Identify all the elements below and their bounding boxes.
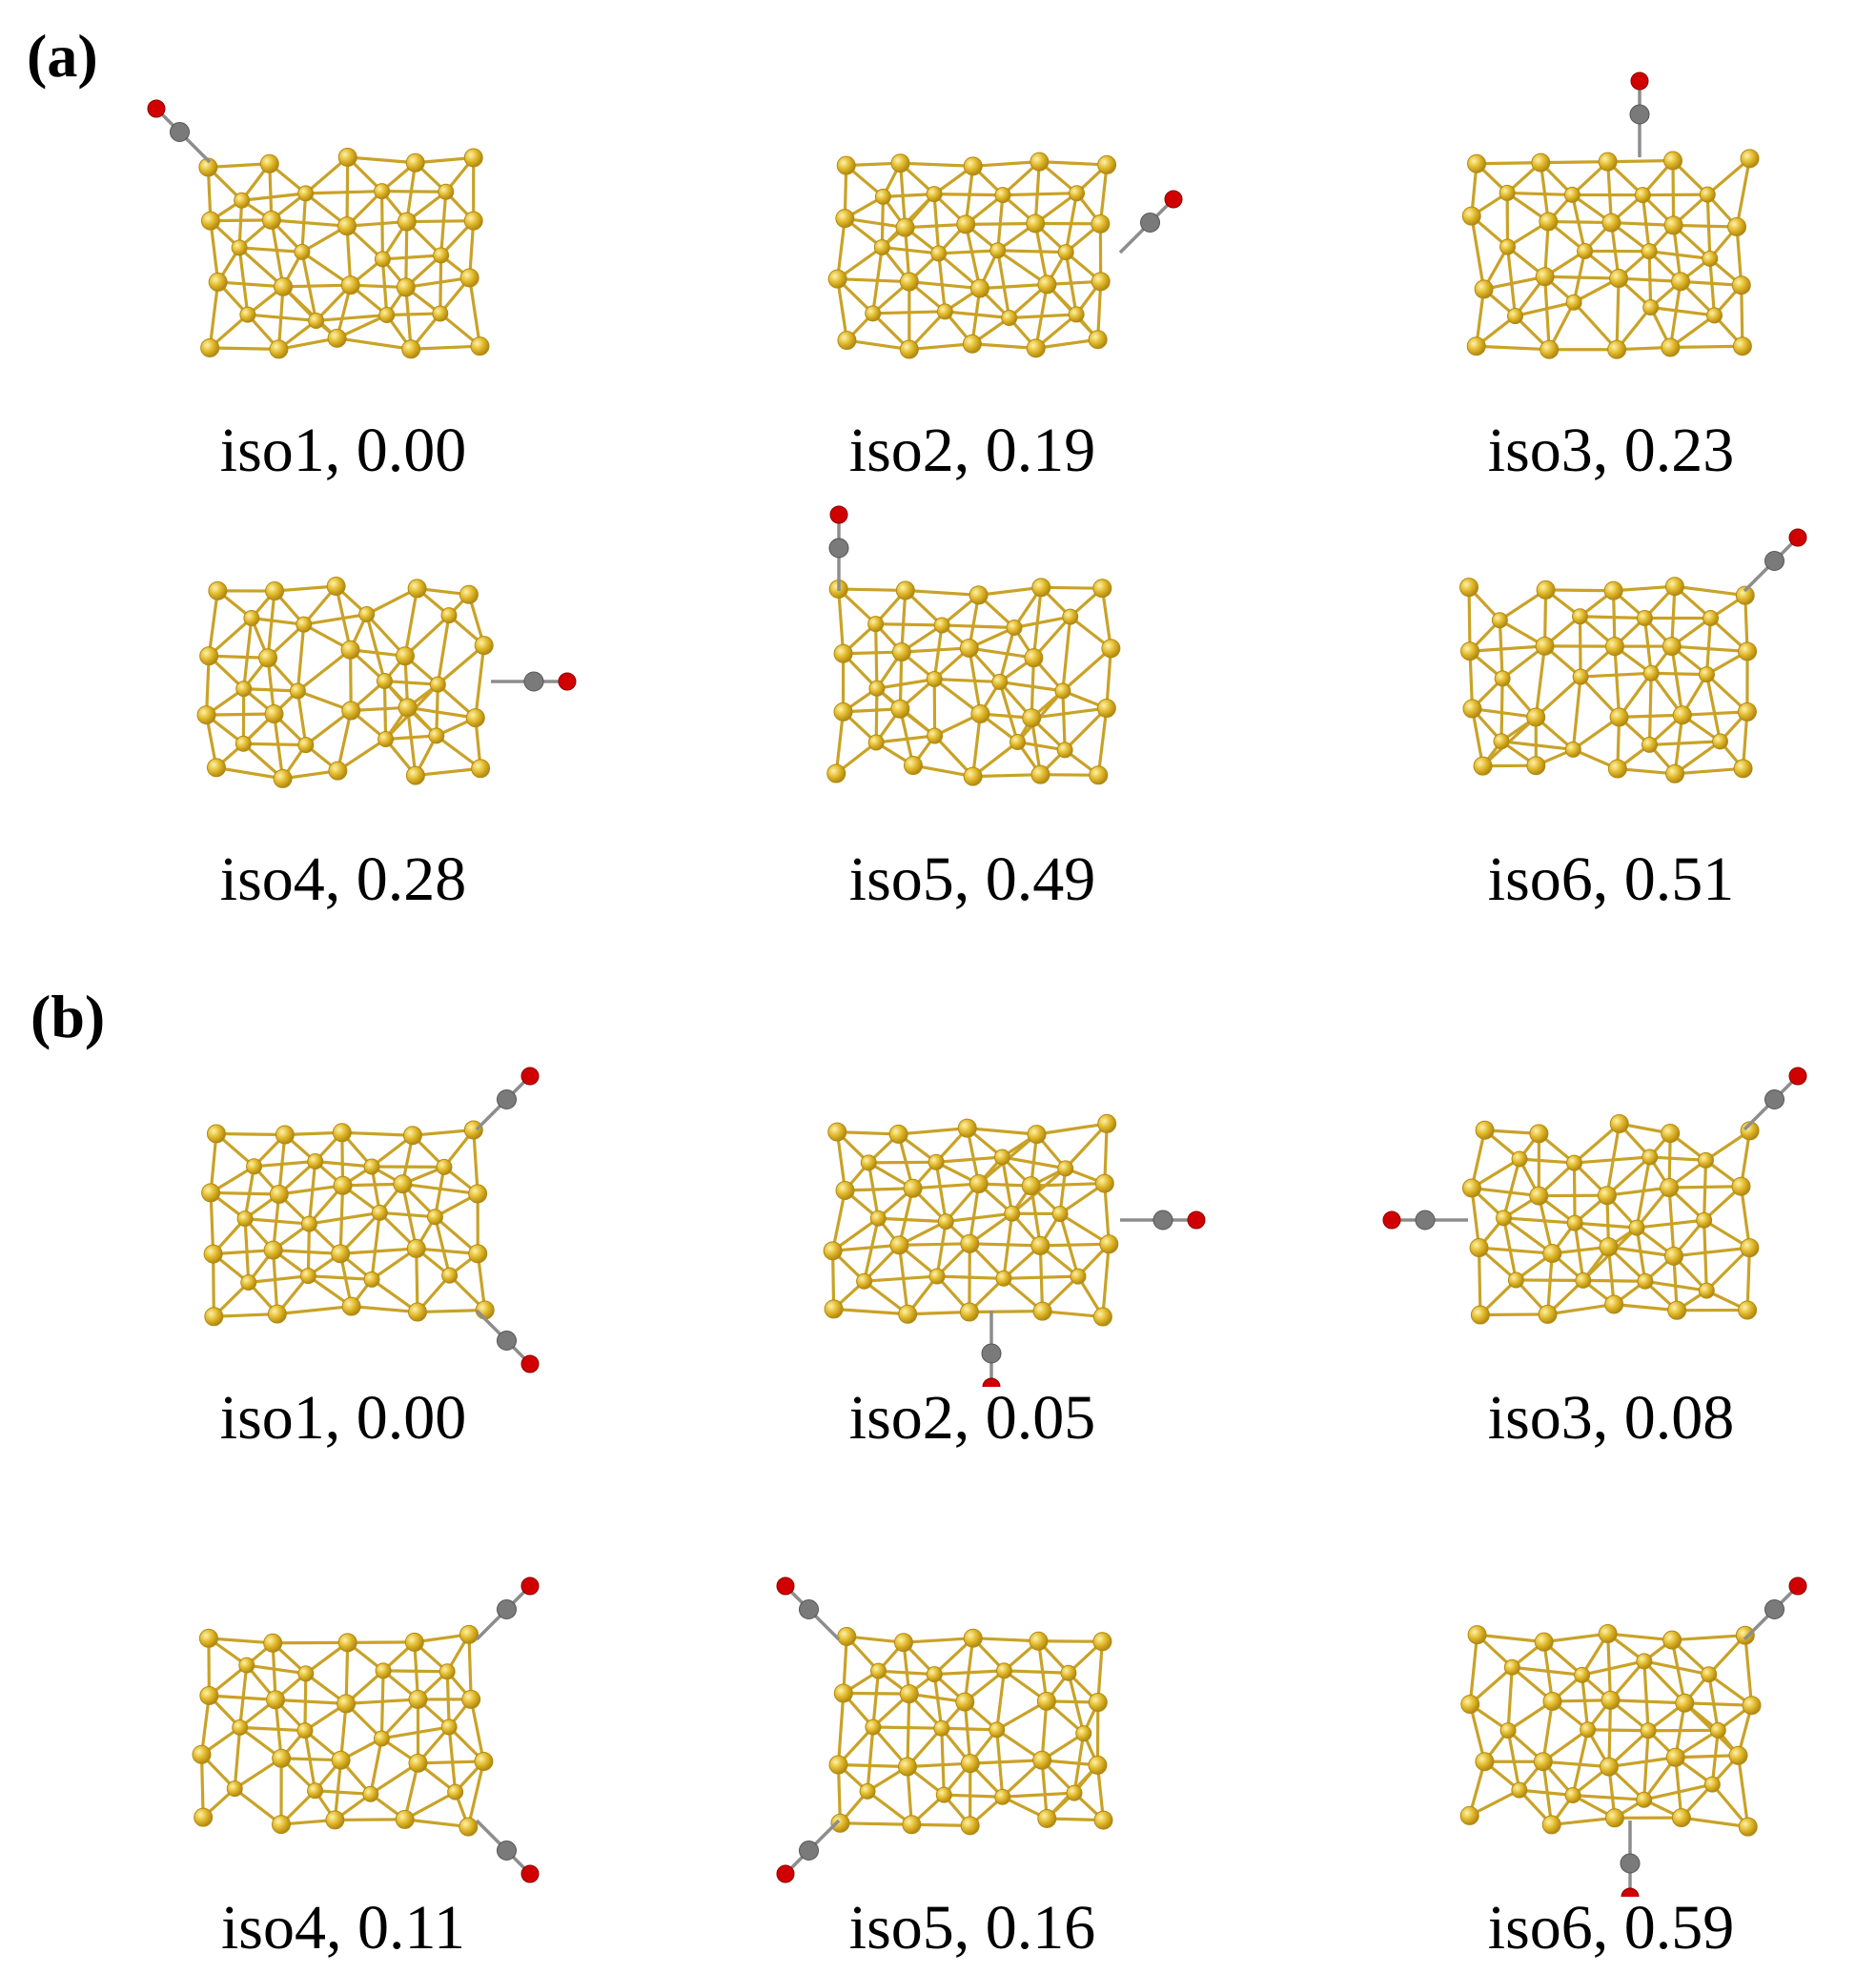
cluster-b-iso3: iso3, 0.08 <box>1363 1006 1859 1463</box>
cluster-b-iso4: iso4, 0.11 <box>95 1515 591 1973</box>
isomer-caption: iso1, 0.00 <box>95 1382 591 1454</box>
isomer-caption: iso3, 0.08 <box>1363 1382 1859 1454</box>
isomer-caption: iso4, 0.11 <box>95 1892 591 1964</box>
panel-label-b: (b) <box>31 982 105 1052</box>
isomer-caption: iso5, 0.49 <box>724 844 1220 916</box>
cluster-a-iso2: iso2, 0.19 <box>724 38 1220 496</box>
isomer-caption: iso4, 0.28 <box>95 844 591 916</box>
cluster-b-iso1: iso1, 0.00 <box>95 1006 591 1463</box>
cluster-a-iso6: iso6, 0.51 <box>1363 467 1859 925</box>
cluster-a-iso3: iso3, 0.23 <box>1363 38 1859 496</box>
isomer-caption: iso5, 0.16 <box>724 1892 1220 1964</box>
cluster-structure <box>724 38 1220 419</box>
cluster-b-iso2: iso2, 0.05 <box>724 1006 1220 1463</box>
cluster-a-iso5: iso5, 0.49 <box>724 467 1220 925</box>
cluster-a-iso1: iso1, 0.00 <box>95 38 591 496</box>
panel-label-a: (a) <box>27 21 98 92</box>
isomer-caption: iso6, 0.51 <box>1363 844 1859 916</box>
cluster-structure <box>1363 38 1859 419</box>
cluster-structure <box>95 467 591 848</box>
cluster-b-iso5: iso5, 0.16 <box>724 1515 1220 1973</box>
isomer-caption: iso6, 0.59 <box>1363 1892 1859 1964</box>
cluster-structure <box>1363 1515 1859 1897</box>
cluster-structure <box>95 1515 591 1897</box>
cluster-structure <box>95 38 591 419</box>
cluster-b-iso6: iso6, 0.59 <box>1363 1515 1859 1973</box>
cluster-structure <box>724 1515 1220 1897</box>
cluster-a-iso4: iso4, 0.28 <box>95 467 591 925</box>
cluster-structure <box>724 467 1220 848</box>
isomer-caption: iso2, 0.05 <box>724 1382 1220 1454</box>
cluster-structure <box>1363 1006 1859 1387</box>
cluster-structure <box>95 1006 591 1387</box>
cluster-structure <box>1363 467 1859 848</box>
cluster-structure <box>724 1006 1220 1387</box>
